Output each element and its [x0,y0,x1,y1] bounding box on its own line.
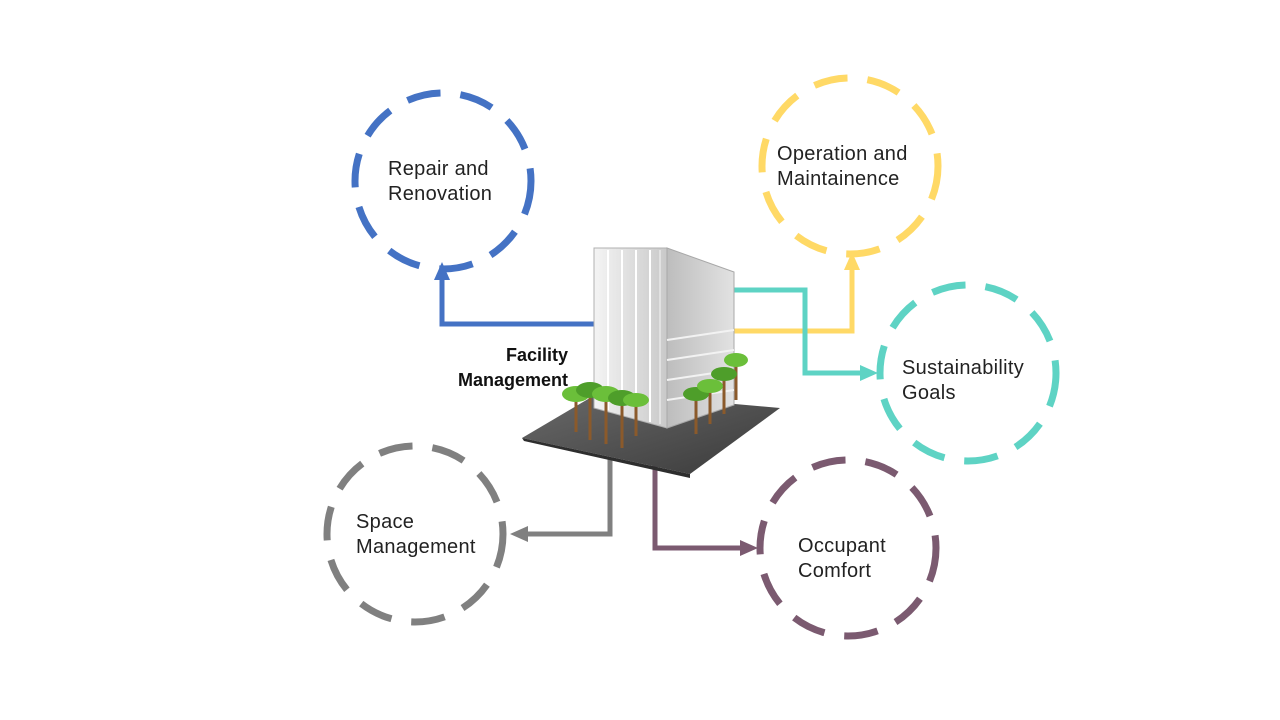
arrow-repair [434,262,600,327]
arrow-occupant [652,462,758,556]
node-label-repair-line2: Renovation [388,183,493,205]
node-label-occupant-line2: Comfort [798,560,872,582]
center-label: Facility Management [420,343,568,393]
node-label-occupant: Occupant Comfort [798,534,886,584]
building-icon [522,247,780,478]
arrow-sustainability [734,287,878,381]
node-label-repair-line1: Repair and [388,158,489,180]
center-label-line2: Management [457,370,568,390]
node-label-operation: Operation and Maintainence [777,142,908,192]
node-label-repair: Repair and Renovation [388,157,492,207]
node-label-space: Space Management [356,510,476,560]
node-circle-occupant [756,456,940,640]
node-label-space-line1: Space [356,511,415,533]
center-label-line1: Facility [505,345,568,365]
arrow-space [510,458,613,542]
node-label-space-line2: Management [356,536,476,558]
node-label-operation-line1: Operation and [777,143,908,165]
palm-trees-icon [562,353,748,448]
node-label-sustainability-line1: Sustainability [902,357,1025,379]
node-circle-space [323,442,507,626]
node-label-sustainability: Sustainability Goals [902,356,1024,406]
arrow-operation [734,252,860,334]
node-label-operation-line2: Maintainence [777,168,900,190]
node-label-sustainability-line2: Goals [902,382,956,404]
node-circle-operation [758,74,942,258]
node-label-occupant-line1: Occupant [798,535,887,557]
node-circle-sustainability [876,281,1060,465]
